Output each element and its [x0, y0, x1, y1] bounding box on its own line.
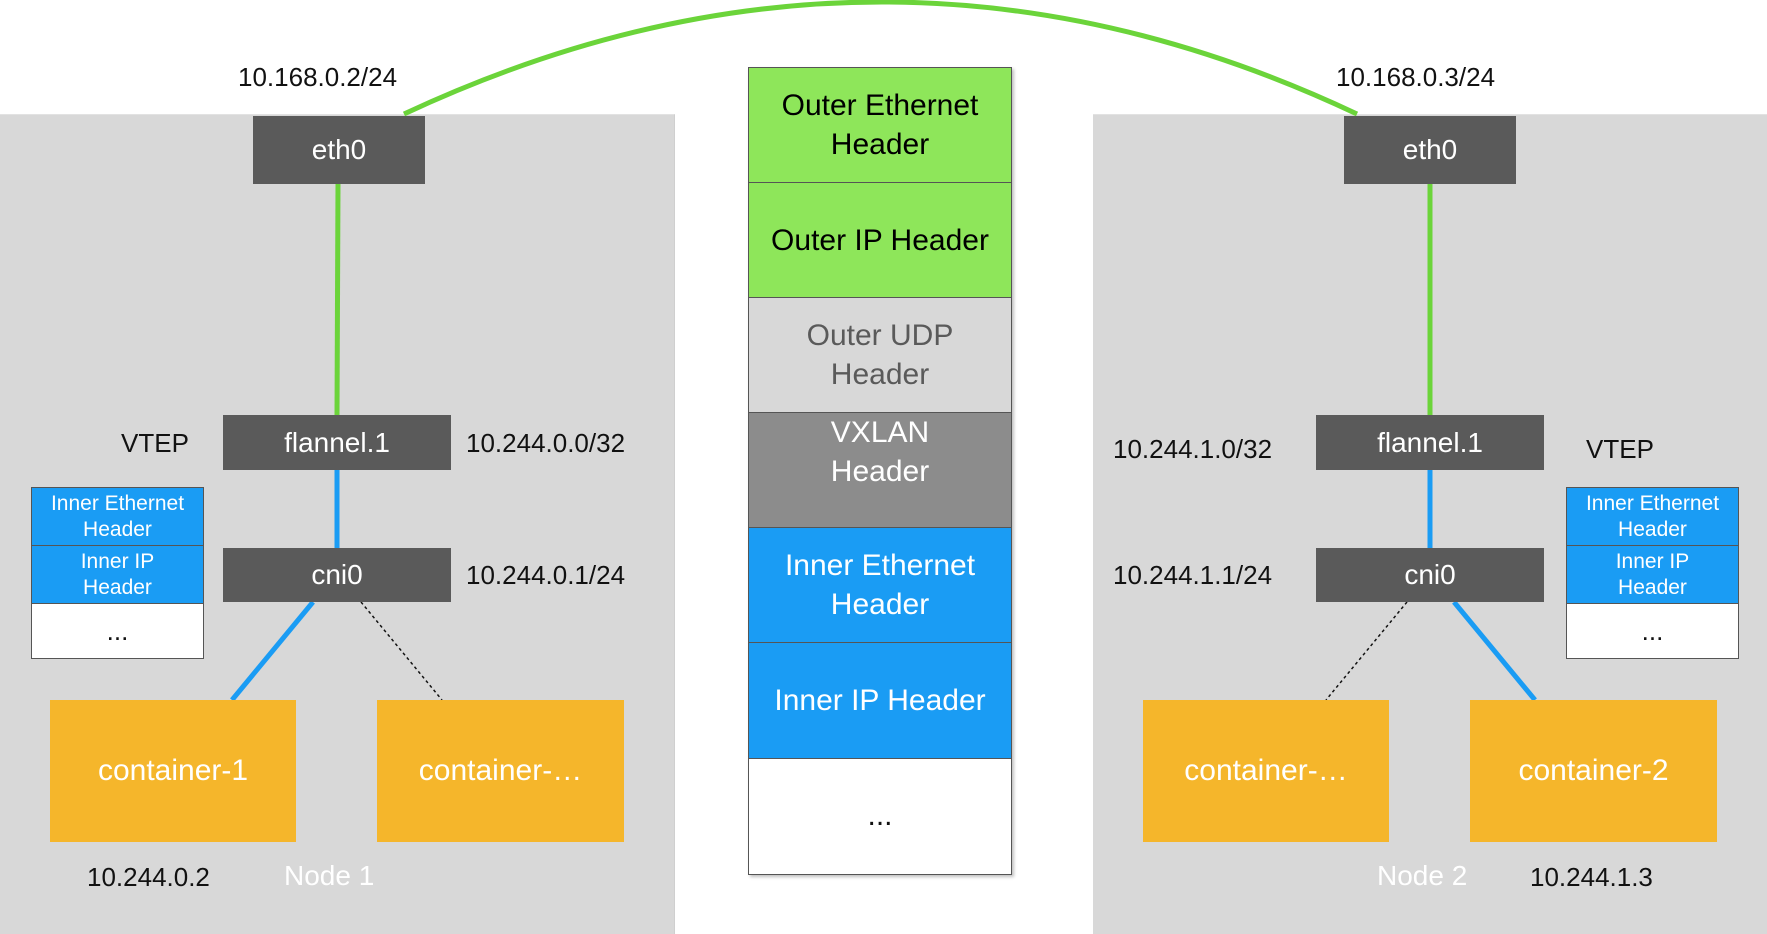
vxlan-packet-stack: Outer Ethernet Header Outer IP Header Ou…	[748, 67, 1012, 875]
node-2-label: Node 2	[1377, 860, 1468, 891]
node-1-inner-ip-header: Inner IP Header	[32, 546, 203, 604]
node-1-inner-more: ...	[106, 615, 129, 646]
packet-layer-outer-ethernet-header: Outer Ethernet Header	[749, 68, 1011, 183]
packet-layer-outer-ip-header: Outer IP Header	[749, 183, 1011, 298]
node-2-flannel-interface: flannel.1	[1316, 415, 1544, 470]
node-1-inner-packet: Inner Ethernet Header Inner IP Header ..…	[31, 487, 204, 659]
node-1-cni-container-1-link	[230, 600, 315, 702]
node-1-cni-ip: 10.244.0.1/24	[466, 560, 626, 590]
node-2-cni-ip: 10.244.1.1/24	[1113, 560, 1273, 590]
node-2-inner-packet: Inner Ethernet Header Inner IP Header ..…	[1566, 487, 1739, 659]
node-1-flannel-ip: 10.244.0.0/32	[466, 428, 626, 458]
node-1-container-1-ip: 10.244.0.2	[87, 862, 210, 892]
node-2-flannel-ip: 10.244.1.0/32	[1113, 434, 1273, 464]
node-1-cni-container-other-link	[360, 601, 443, 701]
node-1-flannel-interface: flannel.1	[223, 415, 451, 470]
node-2-eth0-ip: 10.168.0.3/24	[1336, 62, 1496, 92]
node-1-vtep-label: VTEP	[121, 428, 189, 458]
node-1-container-1: container-1	[50, 700, 296, 842]
packet-layer-more: ...	[749, 759, 1011, 872]
node-2-eth0-interface: eth0	[1344, 116, 1516, 184]
node-1-eth0-flannel-link	[334, 183, 341, 416]
node-2-container-other: container-…	[1143, 700, 1389, 842]
node-2-cni-container-other-link	[1325, 601, 1408, 701]
node-2-vtep-label: VTEP	[1586, 434, 1654, 464]
node-2-container-2: container-2	[1470, 700, 1717, 842]
node-2-inner-ethernet-header: Inner Ethernet Header	[1567, 488, 1738, 546]
node-1-eth0-interface: eth0	[253, 116, 425, 184]
underlay-link-arc	[402, 0, 1359, 117]
node-2-inner-more: ...	[1641, 615, 1664, 646]
node-2-cni-container-2-link	[1452, 600, 1537, 702]
packet-layer-inner-ethernet-header: Inner Ethernet Header	[749, 528, 1011, 643]
node-1-cni-interface: cni0	[223, 548, 451, 602]
node-2-inner-ip-header: Inner IP Header	[1567, 546, 1738, 604]
packet-layer-vxlan-header: VXLAN Header	[749, 413, 1011, 528]
packet-layer-outer-udp-header: Outer UDP Header	[749, 298, 1011, 413]
node-2-container-2-ip: 10.244.1.3	[1530, 862, 1653, 892]
node-1-label: Node 1	[284, 860, 375, 891]
node-2-cni-interface: cni0	[1316, 548, 1544, 602]
node-1-container-other: container-…	[377, 700, 624, 842]
node-1-inner-ethernet-header: Inner Ethernet Header	[32, 488, 203, 546]
packet-layer-inner-ip-header: Inner IP Header	[749, 643, 1011, 759]
node-1-eth0-ip: 10.168.0.2/24	[238, 62, 398, 92]
